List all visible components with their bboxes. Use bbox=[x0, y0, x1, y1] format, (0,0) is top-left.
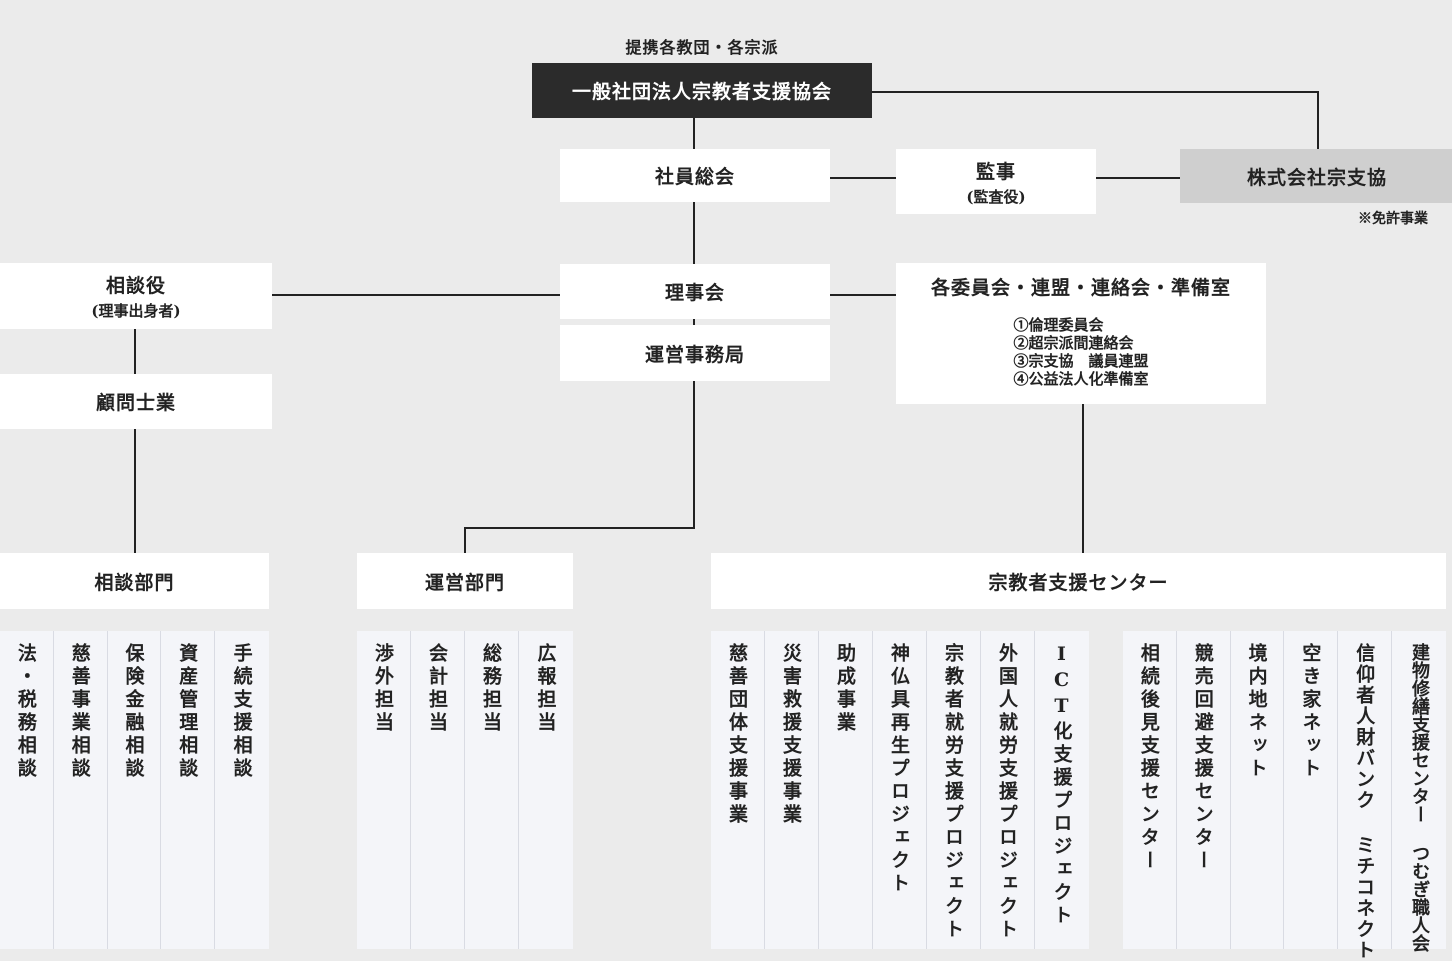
consultants-label: 顧問士業 bbox=[95, 392, 176, 414]
project-column: ICT化支援プロジェクト bbox=[1035, 631, 1089, 949]
company-box: 株式会社宗支協 bbox=[1180, 149, 1452, 203]
partner-caption: 提携各教団・各宗派 bbox=[625, 38, 779, 57]
support-center-label: 宗教者支援センター bbox=[988, 571, 1169, 594]
committees-box: 各委員会・連盟・連絡会・準備室 ①倫理委員会 ②超宗派間連絡会 ③宗支協 議員連… bbox=[896, 263, 1266, 404]
role-column: 渉外担当 bbox=[357, 631, 411, 949]
center-label: 空き家ネット bbox=[1299, 643, 1322, 781]
service-label: 手続支援相談 bbox=[230, 643, 253, 781]
role-label: 総務担当 bbox=[480, 643, 502, 735]
connector-line bbox=[693, 319, 695, 325]
connector-line bbox=[134, 429, 136, 553]
center-label: 建物修繕支援センター つむぎ職人会 bbox=[1409, 643, 1431, 952]
board-box: 理事会 bbox=[560, 264, 830, 319]
service-column: 手続支援相談 bbox=[215, 631, 269, 949]
role-label: 広報担当 bbox=[534, 643, 557, 735]
license-note: ※免許事業 bbox=[1358, 211, 1428, 227]
consultants-box: 顧問士業 bbox=[0, 374, 272, 429]
connector-line bbox=[1096, 177, 1180, 179]
project-label: 慈善団体支援事業 bbox=[726, 643, 748, 827]
association-label: 一般社団法人宗教者支援協会 bbox=[571, 81, 832, 103]
center-label: 境内地ネット bbox=[1245, 643, 1268, 781]
committees-list: ①倫理委員会 ②超宗派間連絡会 ③宗支協 議員連盟 ④公益法人化準備室 bbox=[1013, 316, 1148, 388]
committee-item: ③宗支協 議員連盟 bbox=[1013, 352, 1149, 370]
company-label: 株式会社宗支協 bbox=[1246, 166, 1387, 189]
project-label: 災害救援支援事業 bbox=[780, 643, 802, 827]
connector-line bbox=[272, 294, 560, 296]
general-meeting-box: 社員総会 bbox=[560, 149, 830, 202]
connector-line bbox=[830, 294, 896, 296]
center-column: 建物修繕支援センター つむぎ職人会 bbox=[1392, 631, 1446, 952]
operations-items: 渉外担当 会計担当 総務担当 広報担当 bbox=[357, 631, 573, 949]
project-column: 外国人就労支援プロジェクト bbox=[981, 631, 1035, 949]
project-label: 宗教者就労支援プロジェクト bbox=[942, 643, 964, 942]
connector-line bbox=[134, 329, 136, 374]
advisor-sub: (理事出身者) bbox=[91, 302, 181, 320]
role-label: 会計担当 bbox=[426, 643, 448, 735]
service-column: 保険金融相談 bbox=[108, 631, 162, 949]
committee-item: ④公益法人化準備室 bbox=[1013, 370, 1149, 388]
service-label: 資産管理相談 bbox=[176, 643, 199, 781]
service-label: 法・税務相談 bbox=[14, 643, 37, 781]
project-column: 宗教者就労支援プロジェクト bbox=[927, 631, 981, 949]
committees-title: 各委員会・連盟・連絡会・準備室 bbox=[930, 277, 1231, 299]
center-label: 相続後見支援センター bbox=[1137, 643, 1160, 873]
connector-line bbox=[464, 527, 695, 529]
auditor-title: 監事 bbox=[975, 160, 1016, 183]
role-column: 広報担当 bbox=[519, 631, 573, 949]
operations-dept-label: 運営部門 bbox=[424, 571, 505, 594]
role-label: 渉外担当 bbox=[372, 643, 394, 735]
consultation-items: 法・税務相談 慈善事業相談 保険金融相談 資産管理相談 手続支援相談 bbox=[0, 631, 269, 949]
project-column: 神仏具再生プロジェクト bbox=[873, 631, 927, 949]
secretariat-label: 運営事務局 bbox=[644, 343, 745, 366]
advisor-box: 相談役 (理事出身者) bbox=[0, 263, 272, 329]
connector-line bbox=[830, 177, 896, 179]
connector-line bbox=[693, 202, 695, 264]
role-column: 会計担当 bbox=[411, 631, 465, 949]
project-label: 外国人就労支援プロジェクト bbox=[996, 643, 1018, 942]
connector-line bbox=[1317, 91, 1319, 149]
service-label: 慈善事業相談 bbox=[68, 643, 91, 781]
project-column: 助成事業 bbox=[819, 631, 873, 949]
operations-dept-box: 運営部門 bbox=[357, 553, 573, 609]
consultation-dept-label: 相談部門 bbox=[94, 571, 175, 594]
center-column: 境内地ネット bbox=[1231, 631, 1285, 949]
project-column: 慈善団体支援事業 bbox=[711, 631, 765, 949]
secretariat-box: 運営事務局 bbox=[560, 325, 830, 381]
service-column: 慈善事業相談 bbox=[54, 631, 108, 949]
center-label: 信仰者人財バンク ミチコネクト bbox=[1353, 643, 1376, 961]
connector-line bbox=[1082, 404, 1084, 553]
project-label: ICT化支援プロジェクト bbox=[1050, 643, 1073, 928]
committee-item: ②超宗派間連絡会 bbox=[1013, 334, 1134, 352]
general-meeting-label: 社員総会 bbox=[654, 166, 735, 188]
connector-line bbox=[872, 91, 1319, 93]
center-column: 空き家ネット bbox=[1284, 631, 1339, 949]
service-column: 資産管理相談 bbox=[161, 631, 216, 949]
auditor-box: 監事 (監査役) bbox=[896, 149, 1096, 214]
support-projects: 慈善団体支援事業 災害救援支援事業 助成事業 神仏具再生プロジェクト 宗教者就労… bbox=[711, 631, 1089, 949]
board-label: 理事会 bbox=[664, 282, 725, 304]
support-center-box: 宗教者支援センター bbox=[711, 553, 1446, 609]
project-label: 神仏具再生プロジェクト bbox=[888, 643, 910, 896]
project-label: 助成事業 bbox=[834, 643, 856, 735]
connector-line bbox=[693, 381, 695, 529]
support-centers: 相続後見支援センター 競売回避支援センター 境内地ネット 空き家ネット 信仰者人… bbox=[1123, 631, 1446, 961]
committee-item: ①倫理委員会 bbox=[1013, 316, 1104, 334]
auditor-sub: (監査役) bbox=[966, 187, 1026, 206]
consultation-dept-box: 相談部門 bbox=[0, 553, 269, 609]
center-column: 相続後見支援センター bbox=[1123, 631, 1177, 949]
center-column: 信仰者人財バンク ミチコネクト bbox=[1338, 631, 1393, 961]
service-label: 保険金融相談 bbox=[122, 643, 145, 781]
service-column: 法・税務相談 bbox=[0, 631, 54, 949]
association-box: 一般社団法人宗教者支援協会 bbox=[532, 63, 872, 118]
center-column: 競売回避支援センター bbox=[1177, 631, 1231, 949]
connector-line bbox=[464, 527, 466, 553]
role-column: 総務担当 bbox=[465, 631, 519, 949]
center-label: 競売回避支援センター bbox=[1191, 643, 1214, 873]
advisor-title: 相談役 bbox=[105, 275, 166, 297]
project-column: 災害救援支援事業 bbox=[765, 631, 819, 949]
connector-line bbox=[693, 118, 695, 149]
